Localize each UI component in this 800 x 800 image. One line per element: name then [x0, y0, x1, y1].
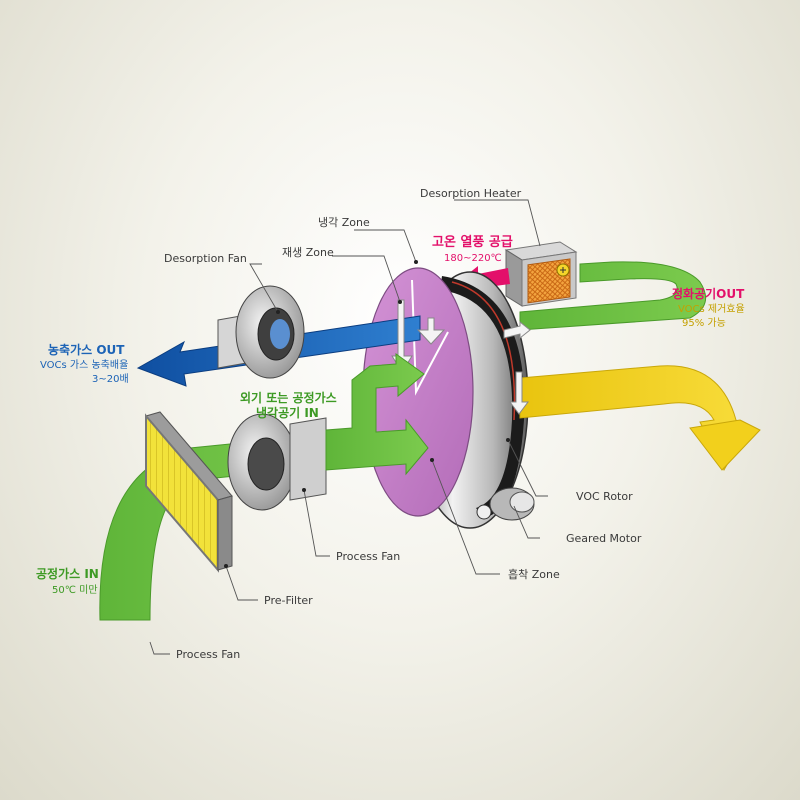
cooling-air-in-arrow — [325, 353, 429, 476]
label-desorption-heater: Desorption Heater — [420, 187, 522, 200]
hot-air-temp: 180~220℃ — [444, 253, 502, 264]
pre-filter — [145, 411, 233, 573]
hot-air-title: 고온 열풍 공급 — [432, 234, 513, 250]
label-process-fan-bottom: Process Fan — [176, 648, 240, 661]
clean-out-title: 정화공기OUT — [672, 286, 745, 301]
label-pre-filter: Pre-Filter — [264, 594, 313, 607]
cooling-air-loop — [519, 261, 707, 331]
label-desorption-fan: Desorption Fan — [164, 252, 247, 265]
label-process-fan-mid: Process Fan — [336, 550, 400, 563]
label-voc-rotor: VOC Rotor — [576, 490, 633, 503]
clean-out-line1: VOCs 제거효율 — [678, 303, 745, 315]
process-in-title: 공정가스 IN — [36, 566, 99, 581]
leader-lines — [149, 199, 548, 655]
label-cooling-zone: 냉각 Zone — [318, 216, 370, 229]
geared-motor — [476, 487, 535, 521]
clean-out-line2: 95% 가능 — [682, 317, 726, 329]
conc-out-title: 농축가스 OUT — [48, 342, 125, 357]
cool-in-line1: 외기 또는 공정가스 — [240, 390, 337, 405]
process-in-line1: 50℃ 미만 — [52, 584, 98, 596]
label-regen-zone: 재생 Zone — [282, 246, 334, 259]
process-fan — [227, 413, 327, 511]
conc-out-line2: 3~20배 — [92, 373, 129, 385]
cool-in-line2: 냉각공기 IN — [256, 405, 319, 420]
label-adsorption-zone: 흡착 Zone — [508, 567, 560, 581]
conc-out-line1: VOCs 가스 농축배율 — [40, 359, 128, 371]
desorption-heater — [504, 241, 578, 307]
label-geared-motor: Geared Motor — [566, 532, 642, 545]
drive-belt — [440, 276, 525, 518]
desorption-fan — [217, 285, 305, 379]
